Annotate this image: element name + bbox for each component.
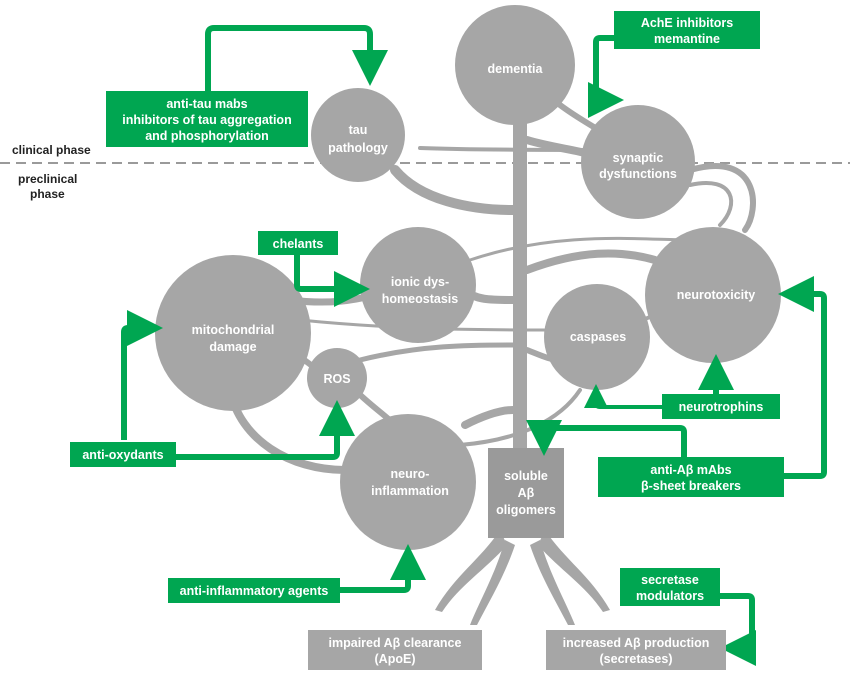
node-mitochondrial-damage: mitochondrial damage — [155, 255, 311, 411]
box-impaired-clearance: impaired Aβ clearance (ApoE) — [308, 630, 482, 670]
svg-text:dysfunctions: dysfunctions — [599, 167, 677, 181]
svg-text:inflammation: inflammation — [371, 484, 449, 498]
box-ache-inhibitors: AchE inhibitors memantine — [614, 11, 760, 49]
svg-text:pathology: pathology — [328, 141, 388, 155]
svg-text:modulators: modulators — [636, 589, 704, 603]
svg-text:anti-oxydants: anti-oxydants — [82, 448, 163, 462]
svg-text:AchE inhibitors: AchE inhibitors — [641, 16, 733, 30]
box-secretase-modulators: secretase modulators — [620, 568, 720, 606]
node-caspases: caspases — [544, 284, 650, 390]
box-anti-tau: anti-tau mabs inhibitors of tau aggregat… — [106, 91, 308, 147]
svg-text:(ApoE): (ApoE) — [375, 652, 416, 666]
svg-text:anti-tau mabs: anti-tau mabs — [166, 97, 247, 111]
svg-text:impaired Aβ clearance: impaired Aβ clearance — [329, 636, 462, 650]
box-anti-oxydants: anti-oxydants — [70, 442, 176, 467]
svg-text:inhibitors of tau aggregation: inhibitors of tau aggregation — [122, 113, 291, 127]
node-soluble-abeta-oligomers: soluble Aβ oligomers — [488, 448, 564, 538]
node-neurotoxicity: neurotoxicity — [645, 227, 781, 363]
svg-text:neurotoxicity: neurotoxicity — [677, 288, 756, 302]
svg-text:tau: tau — [349, 123, 368, 137]
tree-roots — [435, 530, 610, 625]
svg-text:soluble: soluble — [504, 469, 548, 483]
preclinical-phase-label-2: phase — [30, 187, 65, 201]
svg-text:ROS: ROS — [323, 372, 350, 386]
box-increased-production: increased Aβ production (secretases) — [546, 630, 726, 670]
intervention-arrows — [121, 25, 827, 666]
svg-text:memantine: memantine — [654, 32, 720, 46]
svg-text:neurotrophins: neurotrophins — [679, 400, 764, 414]
node-dementia: dementia — [455, 5, 575, 125]
svg-text:and phosphorylation: and phosphorylation — [145, 129, 269, 143]
node-ionic-dyshomeostasis: ionic dys- homeostasis — [360, 227, 476, 343]
svg-text:secretase: secretase — [641, 573, 699, 587]
svg-text:Aβ: Aβ — [518, 486, 535, 500]
node-ros: ROS — [307, 348, 367, 408]
node-tau-pathology: tau pathology — [311, 88, 405, 182]
svg-text:anti-Aβ mAbs: anti-Aβ mAbs — [650, 463, 731, 477]
svg-text:increased Aβ production: increased Aβ production — [563, 636, 710, 650]
box-chelants: chelants — [258, 231, 338, 255]
svg-text:chelants: chelants — [273, 237, 324, 251]
box-anti-inflammatory: anti-inflammatory agents — [168, 578, 340, 603]
svg-text:oligomers: oligomers — [496, 503, 556, 517]
svg-text:damage: damage — [209, 340, 256, 354]
clinical-phase-label: clinical phase — [12, 143, 91, 157]
node-synaptic-dysfunctions: synaptic dysfunctions — [581, 105, 695, 219]
svg-text:neuro-: neuro- — [391, 467, 430, 481]
svg-text:homeostasis: homeostasis — [382, 292, 458, 306]
svg-text:synaptic: synaptic — [613, 151, 664, 165]
svg-text:(secretases): (secretases) — [600, 652, 673, 666]
box-neurotrophins: neurotrophins — [662, 394, 780, 419]
preclinical-phase-label: preclinical — [18, 172, 77, 186]
svg-text:dementia: dementia — [488, 62, 544, 76]
svg-text:anti-inflammatory agents: anti-inflammatory agents — [180, 584, 329, 598]
node-neuroinflammation: neuro- inflammation — [340, 414, 476, 550]
svg-text:mitochondrial: mitochondrial — [192, 323, 275, 337]
svg-text:ionic dys-: ionic dys- — [391, 275, 449, 289]
box-anti-abeta: anti-Aβ mAbs β-sheet breakers — [598, 457, 784, 497]
svg-text:β-sheet breakers: β-sheet breakers — [641, 479, 741, 493]
svg-text:caspases: caspases — [570, 330, 626, 344]
